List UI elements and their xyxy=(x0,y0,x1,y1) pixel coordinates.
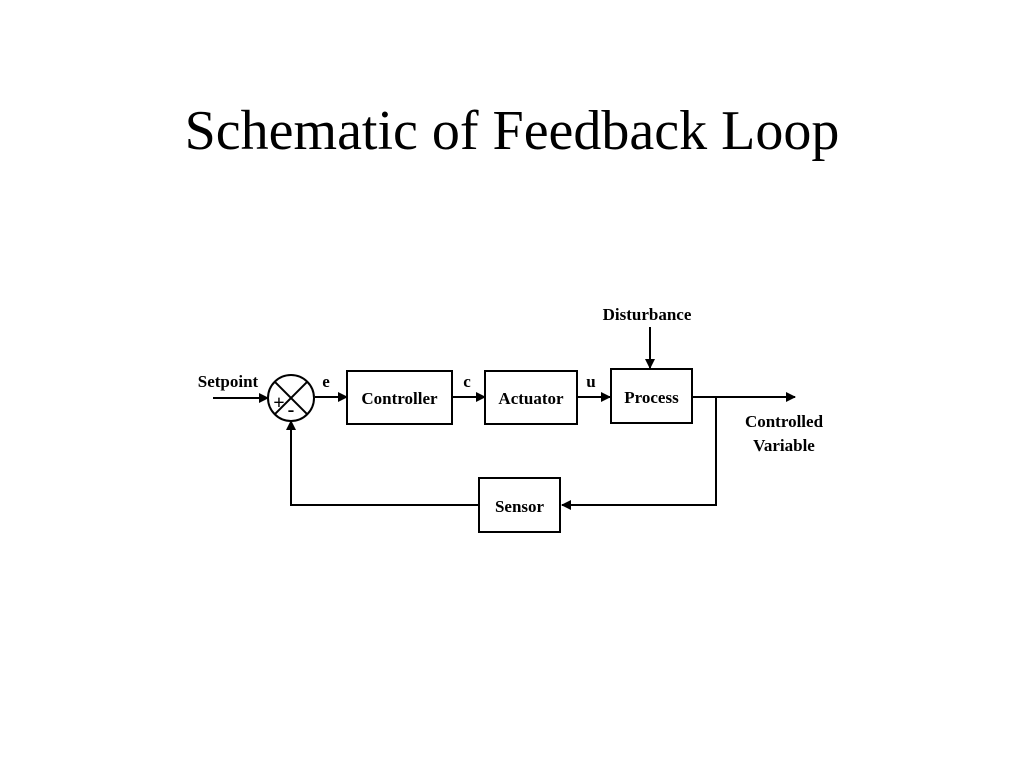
disturbance-label: Disturbance xyxy=(603,305,692,324)
sensor-block: Sensor xyxy=(478,477,561,533)
controller-label: Controller xyxy=(361,389,438,408)
plus-sign: + xyxy=(273,392,284,414)
feedback-path-to-sensor xyxy=(561,397,717,510)
actuator-block: Actuator xyxy=(484,370,578,425)
summing-junction: + - xyxy=(267,374,315,422)
connections xyxy=(213,327,796,510)
controlled-variable-label-line2: Variable xyxy=(753,436,815,455)
minus-sign: - xyxy=(288,399,295,421)
signal-labels: Setpoint e c u Disturbance Controlled Va… xyxy=(198,305,824,455)
controller-block: Controller xyxy=(346,370,453,425)
sensor-label: Sensor xyxy=(495,497,545,516)
page-title: Schematic of Feedback Loop xyxy=(184,100,840,162)
control-label: c xyxy=(463,372,471,391)
process-label: Process xyxy=(624,388,679,407)
controlled-variable-label-line1: Controlled xyxy=(745,412,824,431)
setpoint-label: Setpoint xyxy=(198,372,259,391)
feedback-path-to-junction xyxy=(286,420,479,506)
input-label: u xyxy=(586,372,595,391)
actuator-label: Actuator xyxy=(498,389,564,408)
error-label: e xyxy=(322,372,330,391)
process-block: Process xyxy=(610,368,693,424)
